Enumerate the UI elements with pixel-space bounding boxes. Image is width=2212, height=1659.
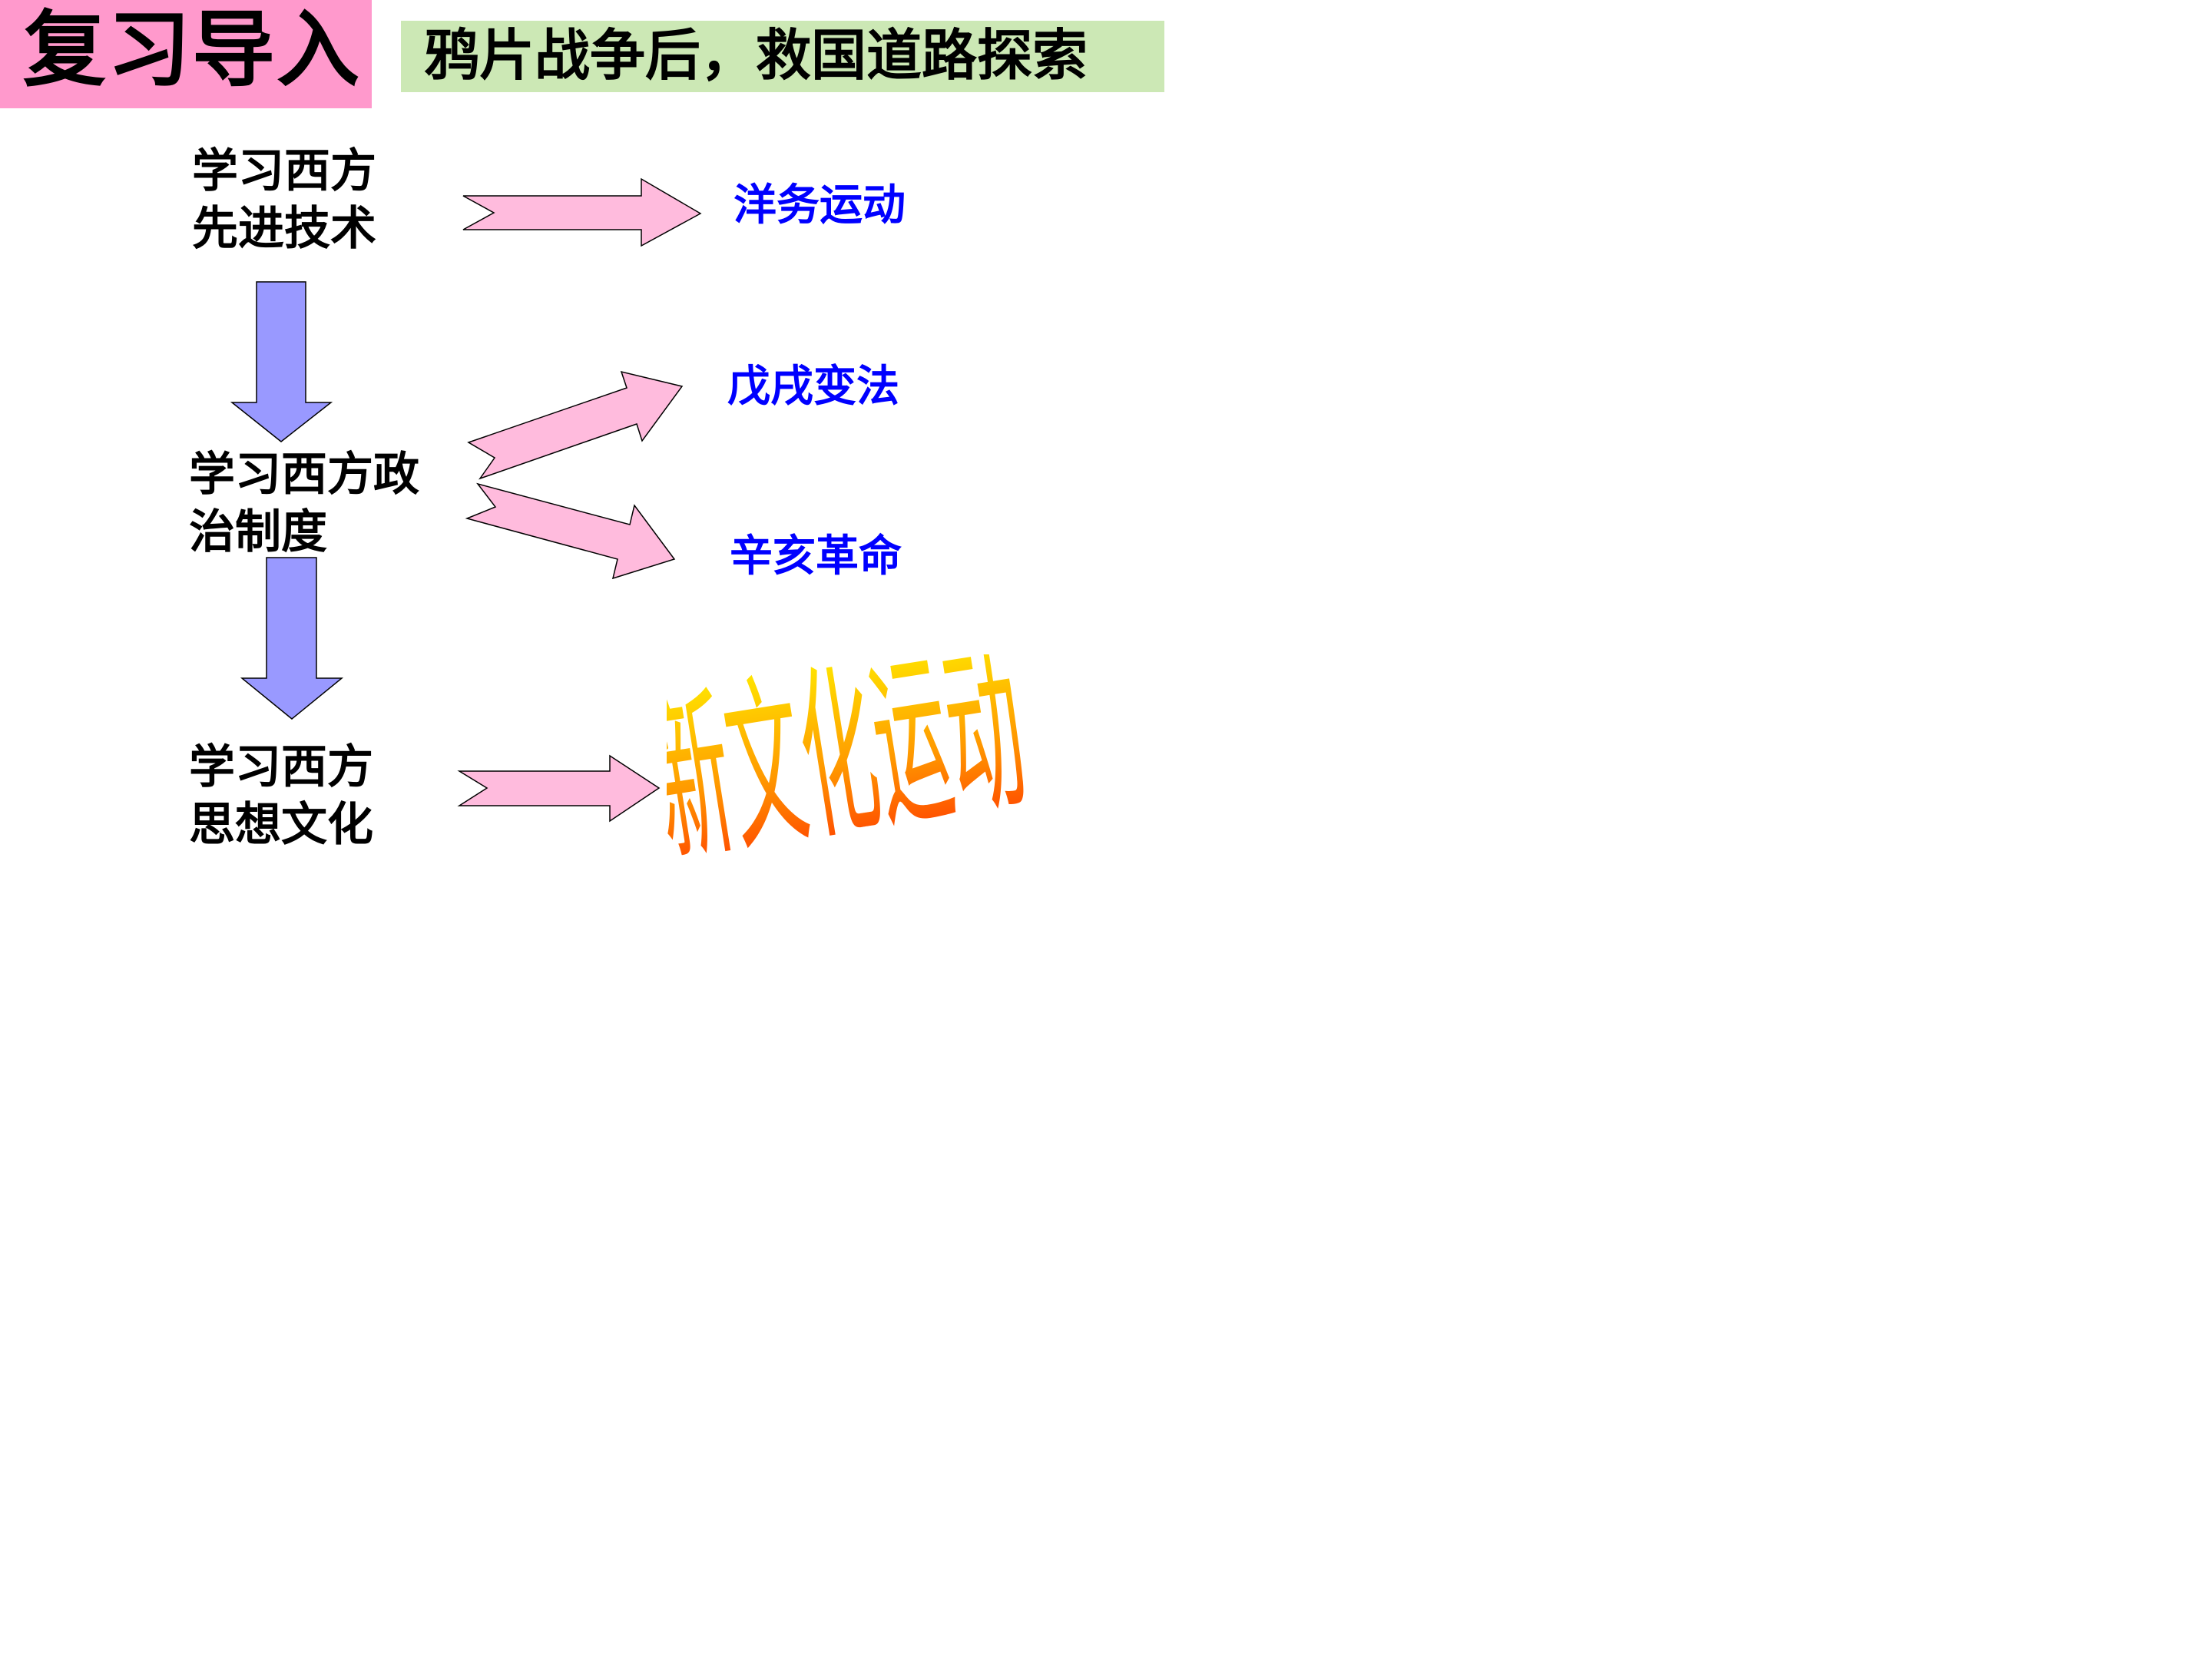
right-arrow-3 <box>465 482 676 580</box>
stage-technology: 学习西方 先进技术 <box>192 143 376 258</box>
result-hundred-days-reform: 戊戌变法 <box>727 362 899 412</box>
result-westernization-movement: 洋务运动 <box>733 180 906 230</box>
stage-culture-line2: 思想文化 <box>189 798 373 852</box>
title-banner <box>0 0 372 108</box>
stage-politics-line1: 学习西方政 <box>189 448 419 502</box>
stage-politics: 学习西方政 治制度 <box>189 446 419 561</box>
stage-culture: 学习西方 思想文化 <box>189 739 373 854</box>
right-arrow-2 <box>467 370 684 480</box>
wordart-text: 新文化运动 <box>667 654 1038 869</box>
stage-technology-line2: 先进技术 <box>192 202 376 256</box>
down-arrow-1 <box>230 281 333 442</box>
right-arrow-4 <box>457 754 661 823</box>
stage-technology-line1: 学习西方 <box>192 144 376 198</box>
subtitle-banner <box>401 21 1164 92</box>
slide-title: 复习导入 <box>23 2 362 98</box>
new-culture-movement-wordart: 新文化运动 <box>667 654 1038 869</box>
result-xinhai-revolution: 辛亥革命 <box>730 531 902 581</box>
stage-culture-line1: 学习西方 <box>189 740 373 794</box>
down-arrow-2 <box>240 557 344 720</box>
right-arrow-1 <box>462 177 702 247</box>
stage-politics-line2: 治制度 <box>189 505 327 559</box>
flow-arrows <box>230 177 702 823</box>
slide-subtitle: 鸦片战争后，救国道路探索 <box>424 23 1088 88</box>
